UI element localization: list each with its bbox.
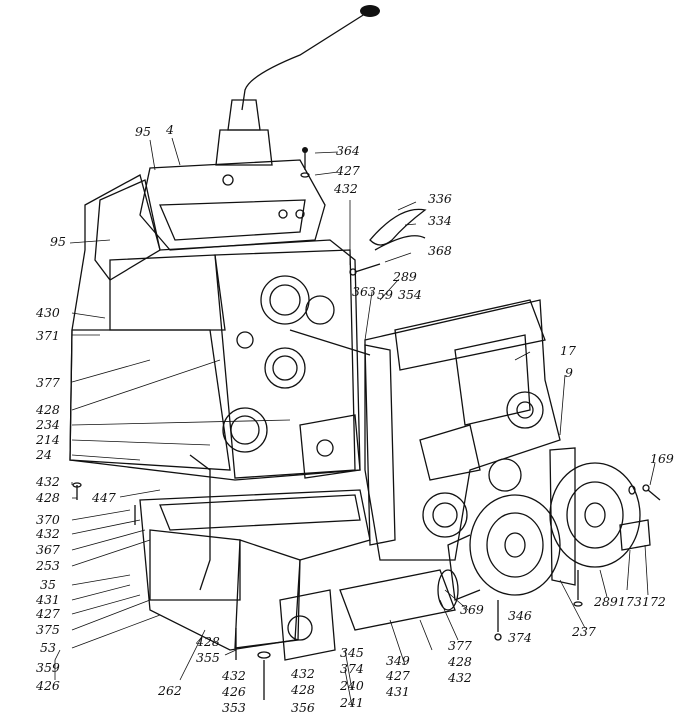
leader-lines bbox=[54, 137, 656, 707]
callout-368: 368 bbox=[428, 243, 452, 258]
callout-334: 334 bbox=[428, 213, 452, 228]
callout-447: 447 bbox=[92, 490, 116, 505]
callout-369: 369 bbox=[460, 602, 484, 617]
callout-427-bottom: 427 bbox=[386, 668, 410, 683]
output-shaft bbox=[279, 569, 459, 661]
callout-375: 375 bbox=[36, 622, 60, 637]
callout-364: 364 bbox=[336, 143, 360, 158]
callout-427-top: 427 bbox=[336, 163, 360, 178]
callout-353: 353 bbox=[222, 700, 246, 715]
callout-426-left: 426 bbox=[36, 678, 60, 693]
callout-172: 172 bbox=[642, 594, 666, 609]
callout-262: 262 bbox=[158, 683, 182, 698]
callout-432-top: 432 bbox=[334, 181, 358, 196]
callout-241: 241 bbox=[340, 695, 364, 710]
callout-432-bottom-b: 432 bbox=[291, 666, 315, 681]
callout-240: 240 bbox=[340, 678, 364, 693]
callout-214: 214 bbox=[36, 432, 60, 447]
callout-35: 35 bbox=[40, 577, 56, 592]
callout-430: 430 bbox=[36, 305, 60, 320]
callout-234: 234 bbox=[36, 417, 60, 432]
callout-432-bottom-c: 432 bbox=[448, 670, 472, 685]
callout-432-bottom-a: 432 bbox=[222, 668, 246, 683]
main-housing bbox=[69, 174, 371, 481]
callout-367: 367 bbox=[36, 542, 60, 557]
rear-cover bbox=[364, 299, 561, 561]
callout-355: 355 bbox=[196, 650, 220, 665]
callout-346: 346 bbox=[508, 608, 532, 623]
callout-377-left: 377 bbox=[36, 375, 60, 390]
callout-431-bottom: 431 bbox=[386, 684, 410, 699]
callout-432-left-b: 432 bbox=[36, 526, 60, 541]
callout-428-bottom-a: 428 bbox=[196, 634, 220, 649]
callout-95-side: 95 bbox=[50, 234, 66, 249]
callout-363: 363 bbox=[352, 284, 376, 299]
callout-24: 24 bbox=[36, 447, 52, 462]
callout-377-bottom: 377 bbox=[448, 638, 472, 653]
callout-431-left: 431 bbox=[36, 592, 60, 607]
callout-356: 356 bbox=[291, 700, 315, 715]
top-cover bbox=[139, 159, 326, 251]
callout-428-bottom-b: 428 bbox=[291, 682, 315, 697]
callout-349: 349 bbox=[386, 653, 410, 668]
callout-428-left-b: 428 bbox=[36, 490, 60, 505]
callout-173: 173 bbox=[618, 594, 642, 609]
callout-9: 9 bbox=[565, 365, 573, 380]
callout-371: 371 bbox=[36, 328, 60, 343]
callout-426-bottom: 426 bbox=[222, 684, 246, 699]
callout-345: 345 bbox=[340, 645, 364, 660]
callout-53: 53 bbox=[40, 640, 56, 655]
callout-374-right: 374 bbox=[508, 630, 532, 645]
callout-336: 336 bbox=[428, 191, 452, 206]
callout-374-bottom: 374 bbox=[340, 661, 364, 676]
callout-4: 4 bbox=[166, 122, 174, 137]
side-plate bbox=[299, 414, 361, 479]
callout-370: 370 bbox=[36, 512, 60, 527]
callout-427-left: 427 bbox=[36, 606, 60, 621]
callout-354: 354 bbox=[398, 287, 422, 302]
fasteners bbox=[72, 147, 661, 700]
pulley-rear bbox=[549, 447, 651, 586]
callout-428-left: 428 bbox=[36, 402, 60, 417]
callout-432-left-a: 432 bbox=[36, 474, 60, 489]
callout-95-top: 95 bbox=[135, 124, 151, 139]
callout-289-top: 289 bbox=[393, 269, 417, 284]
pulley-front bbox=[447, 494, 561, 601]
callout-253: 253 bbox=[36, 558, 60, 573]
spring-clip bbox=[369, 208, 427, 251]
callout-59: 59 bbox=[377, 287, 393, 302]
callout-359: 359 bbox=[36, 660, 60, 675]
callout-428-bottom-c: 428 bbox=[448, 654, 472, 669]
callout-237: 237 bbox=[572, 624, 596, 639]
callout-289-bottom: 289 bbox=[594, 594, 618, 609]
gear-shift-lever bbox=[215, 5, 380, 166]
callout-169: 169 bbox=[650, 451, 674, 466]
callout-17: 17 bbox=[560, 343, 576, 358]
lower-casing bbox=[139, 454, 371, 651]
